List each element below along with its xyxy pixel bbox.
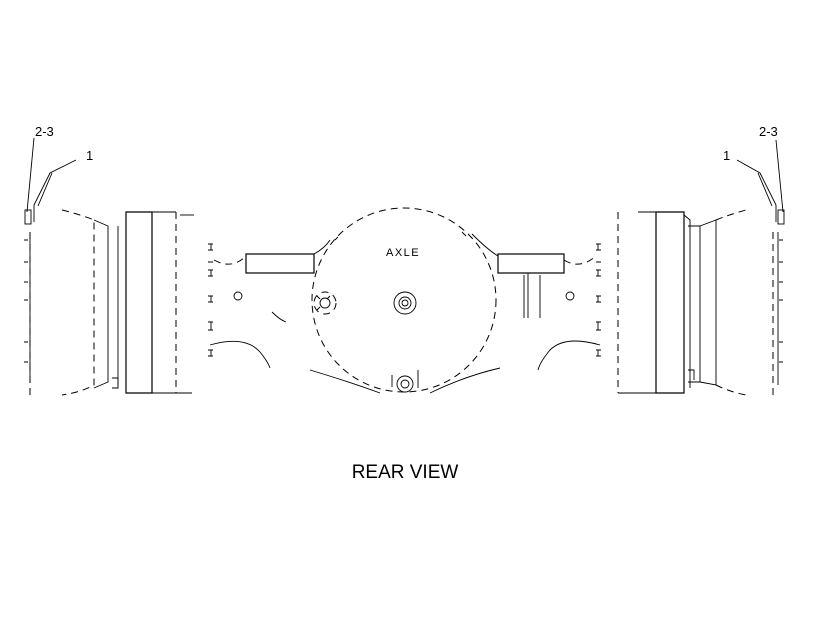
left-wheel-assembly (24, 209, 194, 398)
right-callout-leaders (736, 139, 784, 222)
right-rim-bolts (779, 239, 783, 363)
right-callout-part-number: 1 (723, 148, 730, 163)
fill-plug (313, 291, 337, 315)
left-axle-arm (208, 239, 331, 369)
drain-plug (391, 370, 419, 393)
right-axle-arm (471, 233, 601, 371)
right-wheel-assembly (617, 209, 785, 398)
view-title: REAR VIEW (351, 462, 459, 483)
left-callout-part-range: 2-3 (35, 124, 54, 139)
left-callout-leaders (26, 137, 77, 222)
left-callout-part-number: 1 (86, 148, 93, 163)
right-callout-part-range: 2-3 (759, 124, 778, 139)
differential-housing (309, 207, 501, 394)
axle-label: AXLE (386, 247, 420, 259)
pinion-flange (393, 291, 417, 315)
left-rim-bolts (24, 239, 28, 363)
